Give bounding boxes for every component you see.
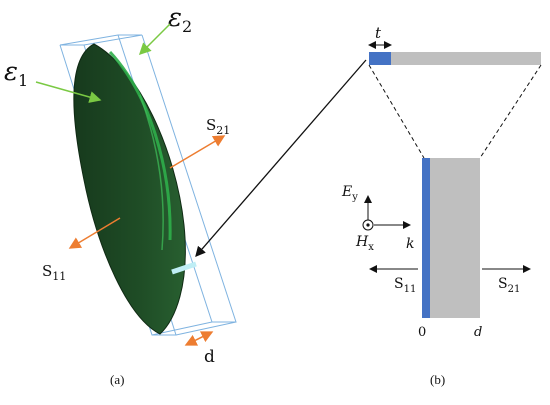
s11-arrow	[68, 217, 121, 249]
h-field-symbol	[362, 219, 374, 231]
axis-d-label: d	[474, 325, 482, 340]
h-field-label: Hx	[355, 234, 374, 253]
s11-label-b: S11	[394, 276, 416, 295]
epsilon-2-pointer	[138, 23, 171, 56]
slab-strip-top	[391, 52, 541, 65]
epsilon-2-label: ε2	[168, 3, 192, 36]
ellipsoid-body	[73, 43, 186, 335]
epsilon-1-label: ε1	[4, 57, 28, 90]
e-field-label: Ey	[341, 184, 358, 203]
zoom-line-left	[368, 64, 425, 159]
s21-label: S21	[206, 116, 230, 137]
slab-layer	[430, 158, 480, 318]
thickness-label: d	[204, 347, 215, 367]
panel-a: ε1 ε2 S21 S11 d (a)	[4, 3, 237, 387]
film-strip-top	[369, 52, 391, 65]
axis-zero-label: 0	[418, 325, 426, 340]
caption-a: (a)	[110, 372, 124, 387]
s11-label: S11	[42, 262, 66, 283]
s21-label-b: S21	[498, 276, 520, 295]
gap-highlight	[171, 261, 197, 275]
ellipsoid-ridge-2	[139, 94, 164, 251]
film-layer	[422, 158, 430, 318]
s21-arrow	[169, 135, 226, 169]
k-label: k	[406, 236, 414, 252]
caption-b: (b)	[430, 372, 445, 387]
epsilon-1-pointer	[35, 81, 102, 103]
ellipsoid-ridge	[108, 50, 172, 241]
thickness-arrow-back	[184, 334, 205, 346]
t-label: t	[375, 24, 382, 42]
zoom-line-right	[479, 64, 542, 159]
panel-b: t Ey Hx k S11 S21 0 d	[341, 24, 542, 387]
connector-arrow	[195, 59, 367, 257]
